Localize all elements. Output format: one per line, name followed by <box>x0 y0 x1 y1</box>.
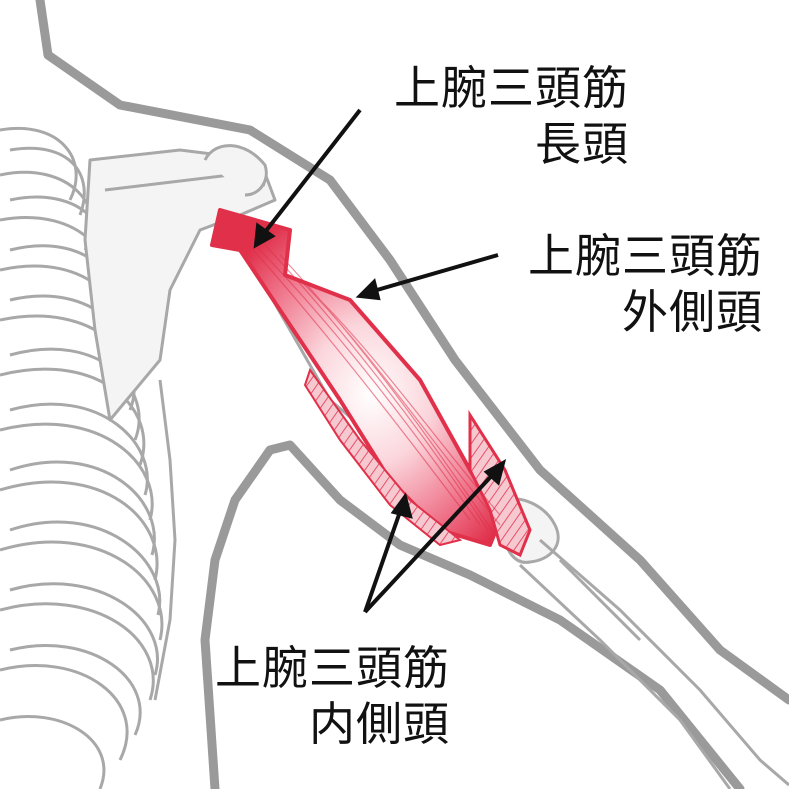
label-lateral-head-line1: 上腕三頭筋 <box>528 228 763 284</box>
arrow-long-head <box>262 110 360 236</box>
triceps-long-head <box>212 210 500 545</box>
label-long-head-line1: 上腕三頭筋 <box>394 60 629 116</box>
label-medial-head-line1: 上腕三頭筋 <box>215 640 450 696</box>
label-medial-head: 上腕三頭筋 内側頭 <box>215 640 450 752</box>
label-lateral-head: 上腕三頭筋 外側頭 <box>528 228 763 340</box>
label-long-head: 上腕三頭筋 長頭 <box>394 60 629 172</box>
label-medial-head-line2: 内側頭 <box>215 696 450 752</box>
label-lateral-head-line2: 外側頭 <box>528 284 763 340</box>
label-long-head-line2: 長頭 <box>394 116 629 172</box>
